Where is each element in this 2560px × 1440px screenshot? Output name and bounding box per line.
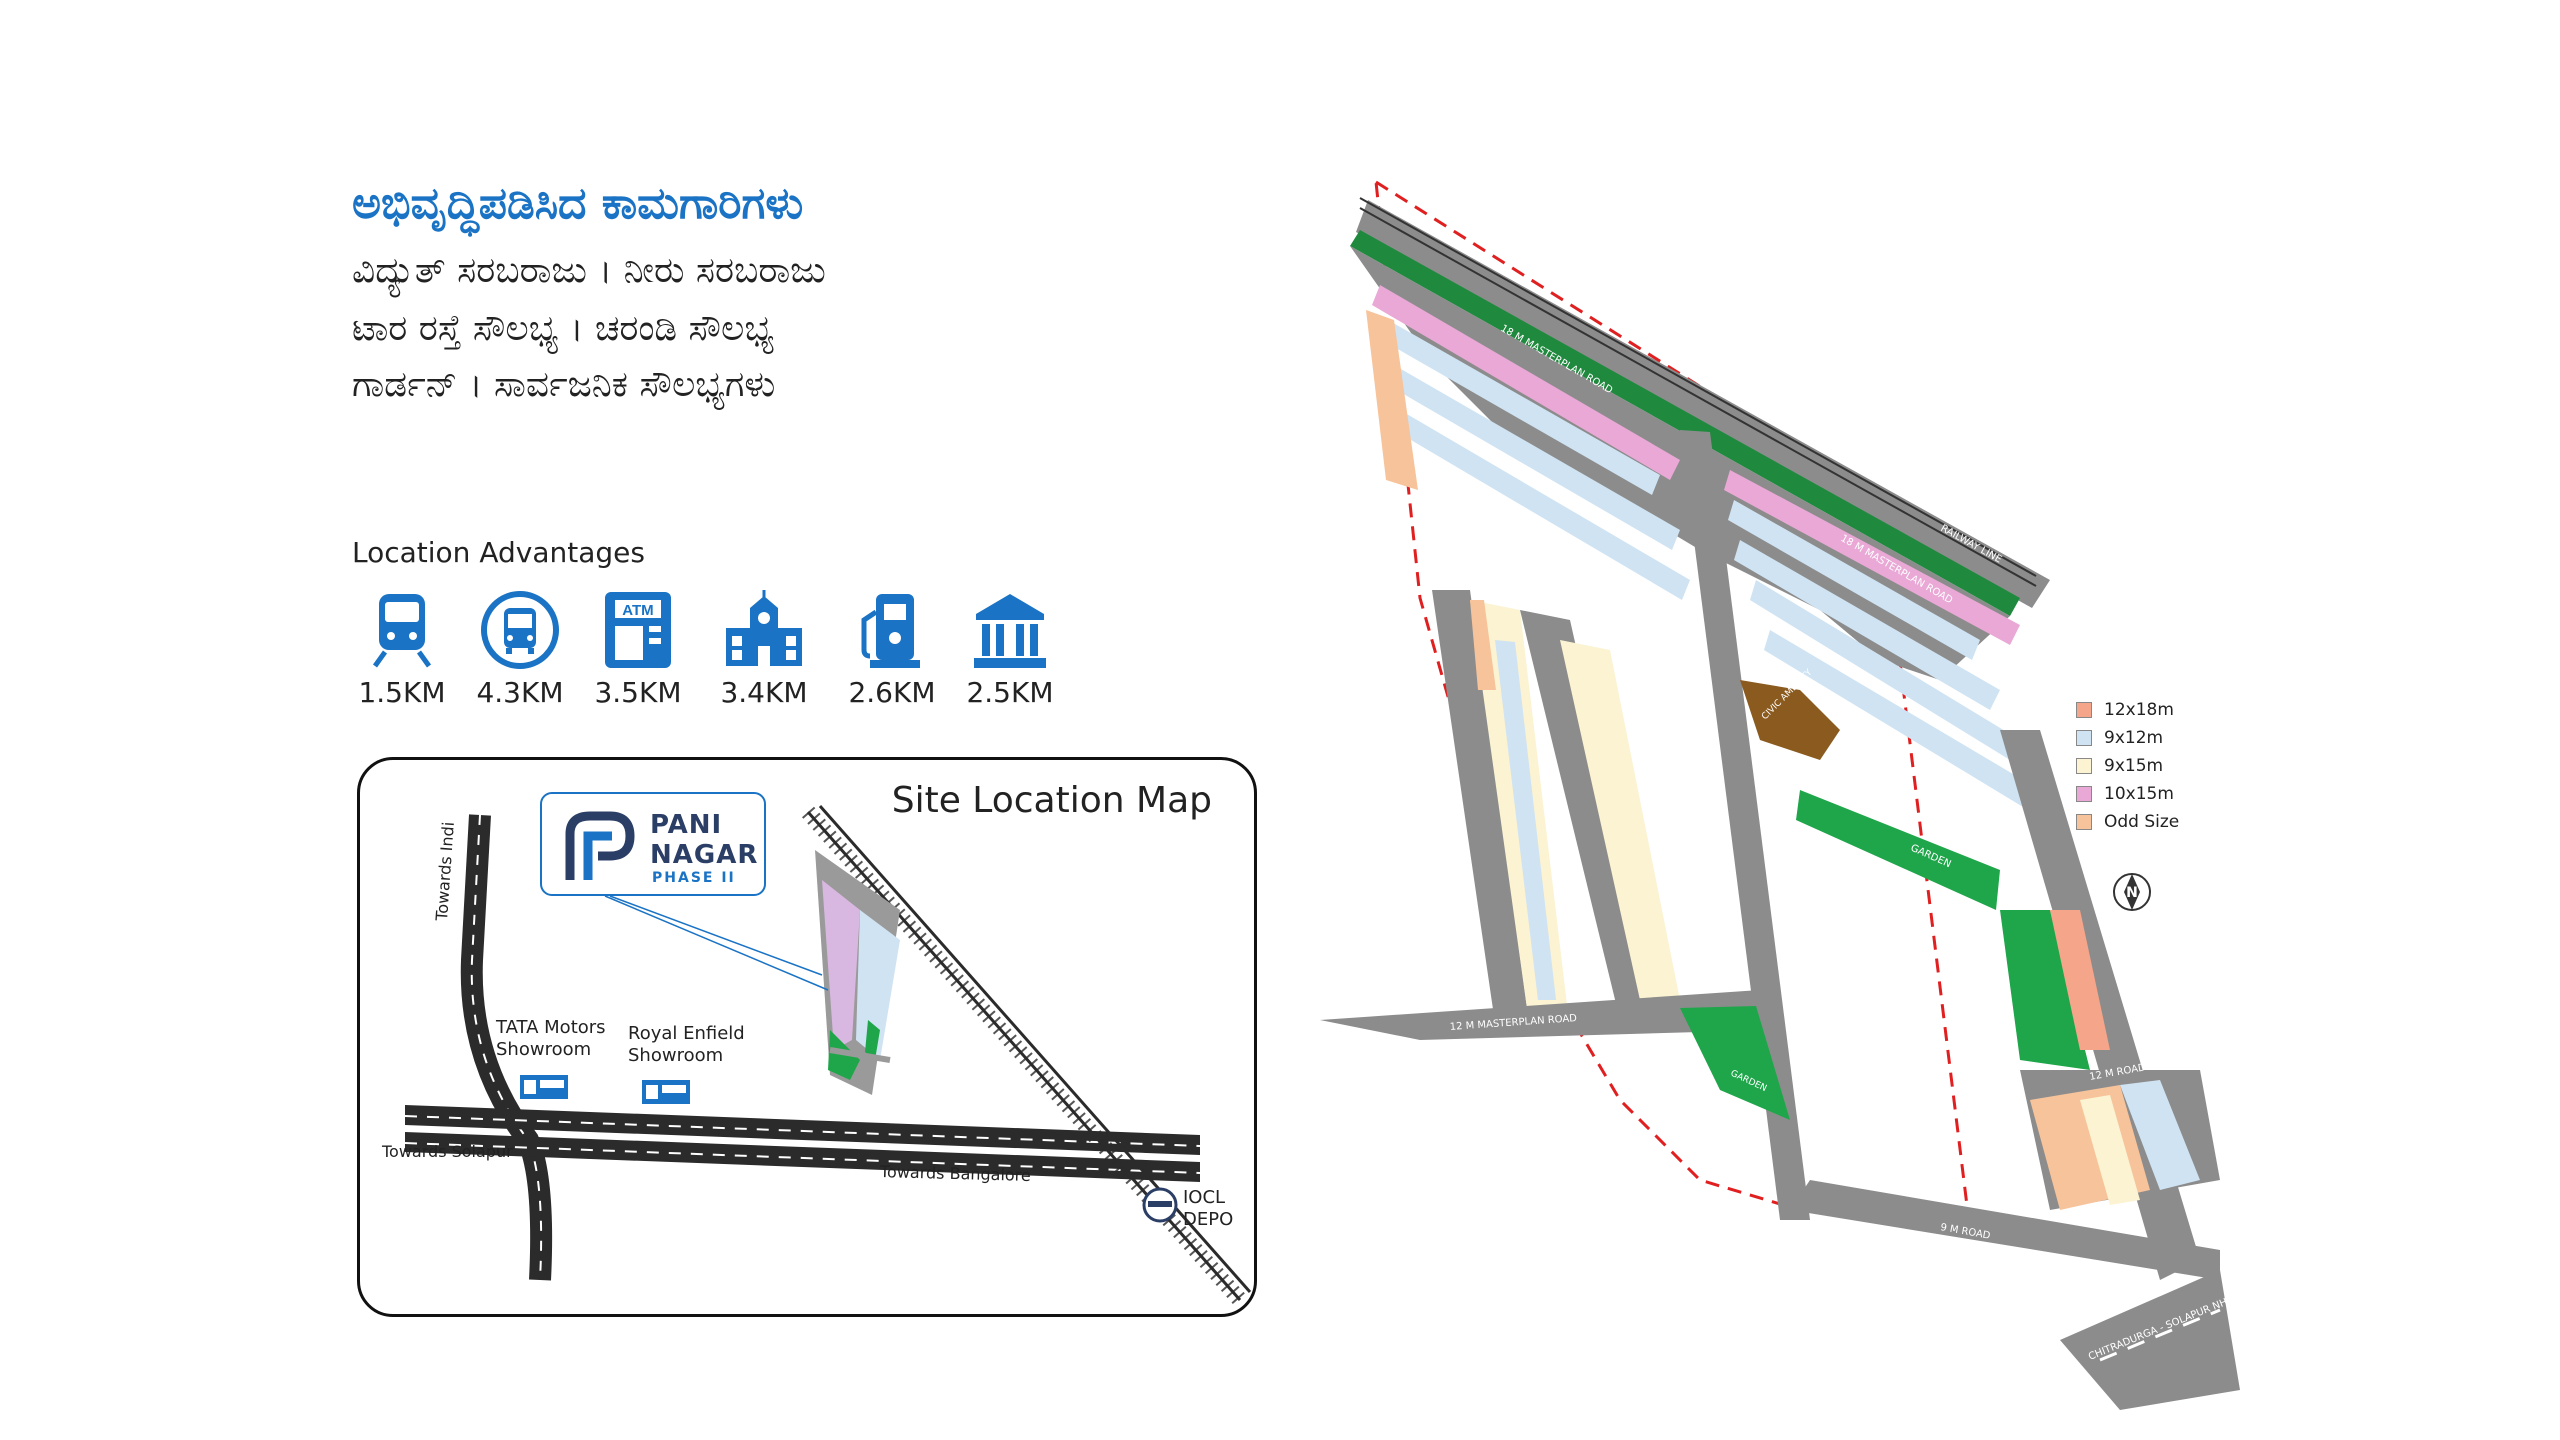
highway-nh50 [2060, 1270, 2240, 1410]
bus-icon [481, 591, 559, 669]
legend-swatch [2076, 730, 2092, 746]
legend-label: 12x18m [2104, 700, 2174, 720]
layout-plan-map: 18 M MASTERPLAN ROAD 18 M MASTERPLAN ROA… [1320, 179, 2240, 1410]
brand-line-2: NAGAR [650, 840, 759, 870]
plots-9x12-row-7 [1764, 630, 2040, 810]
pani-nagar-logo-icon [565, 811, 635, 880]
plots-9x15-west-2 [1560, 640, 1680, 1000]
brand-line-1: PANI [650, 810, 723, 840]
plots-9x12-west [1495, 640, 1556, 1000]
site-map-drawing [404, 805, 1252, 1306]
advantage-distance: 3.4KM [720, 676, 808, 709]
school-icon [726, 590, 802, 666]
advantage-distance: 1.5KM [358, 676, 446, 709]
label-re-line-1: Royal Enfield [628, 1023, 745, 1044]
plots-9x12-row-3 [1394, 410, 1690, 600]
north-label: N [2126, 885, 2138, 901]
label-railway-line-west: RAILWAY LINE [1519, 233, 1584, 276]
site-location-map: Site Location Map PANI NAGAR PHASE II To… [357, 757, 1257, 1317]
green-buffer [1350, 230, 2020, 616]
garden-central [1796, 790, 2000, 910]
plots-9x12-row-1 [1382, 320, 1660, 495]
west-road [1432, 590, 1530, 1030]
label-iocl-line-2: DEPO [1183, 1209, 1234, 1230]
page-heading: ಅಭಿವೃದ್ಧಿಪಡಿಸಿದ ಕಾಮಗಾರಿಗಳು [352, 178, 804, 229]
plots-9x12-row-2 [1388, 365, 1680, 550]
site-boundary [1374, 179, 1972, 1232]
plots-9x12-row-5 [1734, 540, 2000, 710]
plots-9x12-row-4 [1728, 500, 1980, 660]
legend-label: Odd Size [2104, 812, 2180, 832]
legend-swatch [2076, 814, 2092, 830]
label-towards-bangalore: Towards Bangalore [879, 1162, 1032, 1185]
plots-10x15-row-2 [1724, 470, 2020, 645]
civic-amenity [1740, 680, 1840, 760]
garden-east [2000, 910, 2090, 1070]
north-compass-icon: N [2113, 873, 2151, 911]
legend-swatch [2076, 758, 2092, 774]
advantage-distance: 2.6KM [848, 676, 936, 709]
plots-9x12-row-6 [1750, 580, 2020, 760]
advantage-atm: ATM 3.5KM [588, 590, 688, 709]
feature-line-2: ಟಾರ ರಸ್ತೆ ಸೌಲಭ್ಯ । ಚರಂಡಿ ಸೌಲಭ್ಯ [352, 308, 774, 349]
label-towards-solapur: Towards Solapur [382, 1142, 513, 1161]
fuel-pump-icon [861, 594, 920, 668]
label-iocl-line-1: IOCL [1183, 1187, 1226, 1208]
legend-label: 10x15m [2104, 784, 2174, 804]
legend-item-odd-size: Odd Size [2076, 812, 2236, 834]
legend-item-9x12: 9x12m [2076, 728, 2236, 750]
south-road-9m [1790, 1180, 2220, 1280]
advantage-distance: 2.5KM [966, 676, 1054, 709]
advantage-fuel: 2.6KM [842, 590, 942, 709]
plots-9x12-south [2120, 1080, 2200, 1190]
site-map-title: Site Location Map [891, 780, 1212, 821]
legend-item-9x15: 9x15m [2076, 756, 2236, 778]
atm-icon-text: ATM [622, 602, 653, 619]
garden-south-west [1680, 1006, 1790, 1120]
legend-item-12x18: 12x18m [2076, 700, 2236, 722]
tata-showroom-icon [520, 1075, 568, 1099]
train-icon [372, 594, 432, 668]
atm-icon: ATM [605, 592, 671, 668]
advantage-train: 1.5KM [352, 590, 452, 709]
feature-line-3: ಗಾರ್ಡನ್ । ಸಾರ್ವಜನಿಕ ಸೌಲಭ್ಯಗಳು [352, 364, 776, 405]
central-road [1680, 430, 1810, 1220]
advantage-school: 3.4KM [714, 590, 814, 709]
royal-enfield-showroom-icon [642, 1080, 690, 1104]
plots-12x18-east [2050, 910, 2110, 1050]
label-re-line-2: Showroom [628, 1045, 724, 1066]
label-tata-line-2: Showroom [496, 1039, 592, 1060]
iocl-logo-icon [1142, 1187, 1178, 1223]
advantage-bank: 2.5KM [960, 590, 1060, 709]
legend-swatch [2076, 702, 2092, 718]
location-advantages-title: Location Advantages [352, 536, 645, 569]
legend-label: 9x12m [2104, 728, 2164, 748]
feature-line-1: ವಿದ್ಯುತ್ ಸರಬರಾಜು । ನೀರು ಸರಬರಾಜು [352, 250, 826, 291]
brand-callout: PANI NAGAR PHASE II [540, 792, 766, 896]
legend-label: 9x15m [2104, 756, 2164, 776]
legend-swatch [2076, 786, 2092, 802]
advantage-distance: 4.3KM [476, 676, 564, 709]
advantage-bus: 4.3KM [470, 590, 570, 709]
bank-icon [974, 594, 1046, 668]
masterplan-road-12m [1320, 990, 1770, 1040]
label-tata-line-1: TATA Motors [496, 1017, 606, 1038]
brand-line-3: PHASE II [652, 870, 736, 886]
legend-item-10x15: 10x15m [2076, 784, 2236, 806]
location-advantages-row: 1.5KM 4.3KM ATM 3.5KM [352, 590, 1072, 710]
plots-odd-size-west [1366, 310, 1418, 490]
advantage-distance: 3.5KM [594, 676, 682, 709]
plots-10x15-row-1 [1372, 285, 1680, 480]
